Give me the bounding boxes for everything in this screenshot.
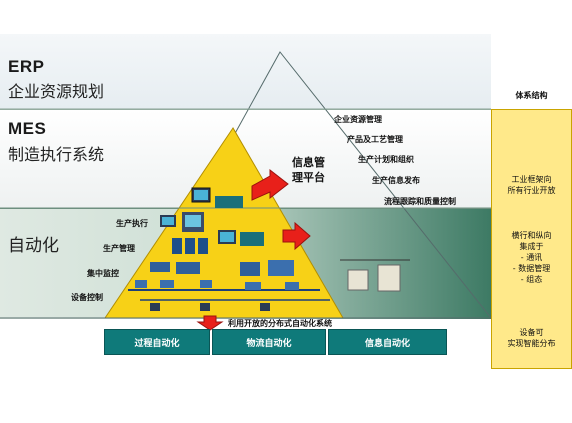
panel-box2-line4: - 数据管理 [512,264,551,273]
mes-subtitle: 制造执行系统 [8,147,105,164]
automation-title: 自动化 [8,236,59,255]
distributed-system-caption: 利用开放的分布式自动化系统 [228,319,332,328]
mes-function-1: 企业资源管理 [334,115,382,124]
erp-subtitle: 企业资源规划 [8,84,105,101]
erp-title: ERP [8,57,45,76]
red-arrow-upper [251,168,289,201]
info-platform-line1: 信息管 [292,156,325,169]
panel-box2-line2: 集成于 [519,242,544,251]
monitor-icon-top [191,187,243,208]
erp-band [0,34,491,109]
mes-function-4: 生产信息发布 [372,176,420,185]
panel-box1-line1: 工业框架向 [511,175,552,184]
panel-box2-line1: 横行和纵向 [511,231,552,240]
tag-central-monitoring: 集中监控 [87,269,119,278]
mes-function-3: 生产计划和组织 [358,155,414,164]
mes-title: MES [8,119,47,138]
panel-box2-line5: - 组态 [520,275,543,284]
computer-icon-1 [160,212,204,232]
field-device-icons [340,259,410,292]
architecture-title: 体系结构 [515,91,548,100]
mes-function-5: 流程跟踪和质量控制 [384,197,456,206]
panel-box3-line2: 实现智能分布 [507,339,556,348]
cabinet-icons [150,238,294,276]
info-platform-line2: 理平台 [292,171,325,184]
tag-production-management: 生产管理 [103,244,135,253]
information-automation-box: 信息自动化 [328,329,447,355]
panel-box2-text: 横行和纵向 集成于 - 通讯 - 数据管理 - 组态 [491,230,572,285]
panel-box3-line1: 设备可 [519,328,544,337]
computer-icon-2 [218,230,264,246]
panel-box1-line2: 所有行业开放 [507,186,556,195]
panel-box2-line3: - 通讯 [520,253,543,262]
info-platform-label: 信息管 理平台 [292,155,325,185]
control-network [128,280,330,311]
red-arrow-lower [282,221,311,251]
logistics-automation-box: 物流自动化 [212,329,326,355]
process-automation-box: 过程自动化 [104,329,210,355]
panel-box3-text: 设备可 实现智能分布 [491,327,572,349]
panel-box1-text: 工业框架向 所有行业开放 [491,174,572,196]
tag-production-execution: 生产执行 [116,219,148,228]
mes-function-2: 产品及工艺管理 [347,135,403,144]
tag-device-control: 设备控制 [71,293,103,302]
red-arrow-down [196,315,224,331]
